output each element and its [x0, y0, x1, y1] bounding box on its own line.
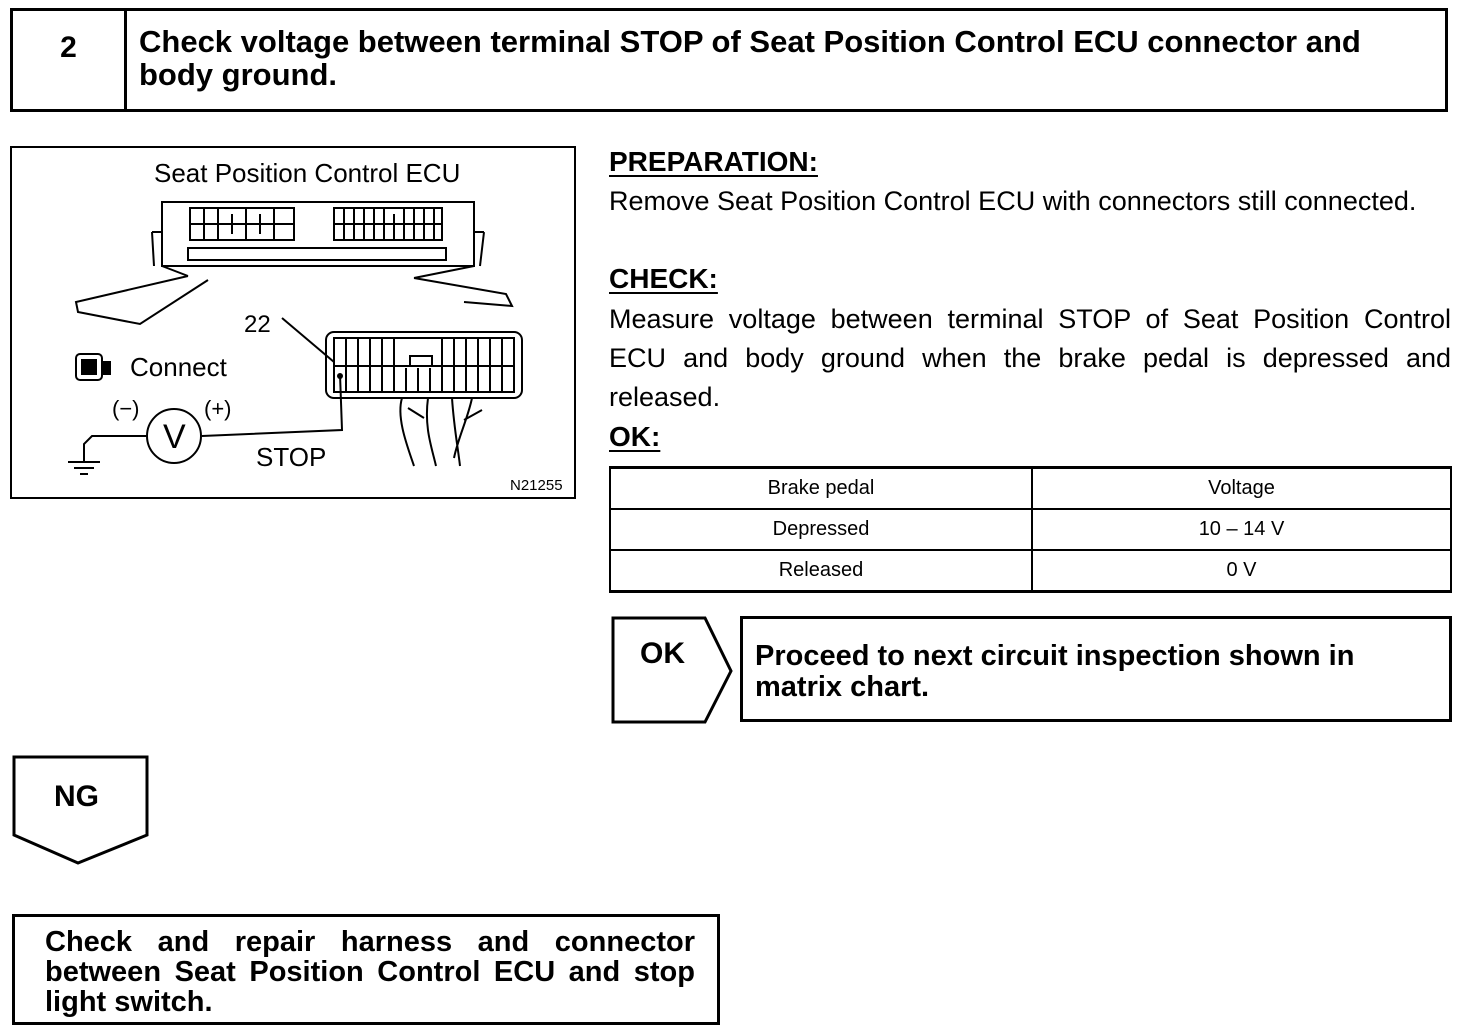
ng-arrow-shape [12, 755, 149, 865]
stop-label: STOP [256, 442, 326, 472]
ok-label: OK [640, 637, 685, 670]
meter-symbol: V [163, 418, 186, 456]
preparation-text: Remove Seat Position Control ECU with co… [609, 186, 1417, 216]
table-cell: Released [609, 549, 1033, 593]
table-header-cell: Brake pedal [609, 466, 1033, 510]
step-title: Check voltage between terminal STOP of S… [139, 24, 1361, 92]
table-cell: Depressed [609, 508, 1033, 551]
ground-icon [68, 461, 100, 475]
ng-result-box: Check and repair harness and connector b… [12, 914, 720, 1025]
ok-result-box: Proceed to next circuit inspection shown… [740, 616, 1452, 722]
table-header-cell: Voltage [1031, 466, 1452, 510]
table-header-row: Brake pedal Voltage [609, 466, 1452, 510]
ng-result-text: Check and repair harness and connector b… [45, 926, 695, 1018]
ecu-body [161, 201, 475, 267]
positive-label: (+) [204, 396, 232, 421]
ok-heading: OK: [609, 421, 661, 452]
ecu-label: Seat Position Control ECU [154, 158, 460, 188]
ng-label: NG [54, 780, 99, 813]
check-text: Measure voltage between terminal STOP of… [609, 304, 1451, 412]
ok-arrow-shape [611, 616, 733, 724]
wiring-figure: Seat Position Control ECU 22 Connect (−)… [10, 146, 576, 499]
ecu-diagram: Seat Position Control ECU 22 Connect (−)… [68, 158, 563, 494]
table-cell: 0 V [1031, 549, 1452, 593]
ok-result-text: Proceed to next circuit inspection shown… [755, 640, 1355, 703]
step-number: 2 [13, 11, 127, 109]
table-row: Depressed 10 – 14 V [609, 508, 1452, 551]
figure-code: N21255 [510, 477, 563, 494]
table-row: Released 0 V [609, 549, 1452, 593]
check-heading: CHECK: [609, 263, 718, 294]
spec-table: Brake pedal Voltage Depressed 10 – 14 V … [609, 466, 1452, 593]
terminal-number: 22 [244, 311, 271, 338]
table-cell: 10 – 14 V [1031, 508, 1452, 551]
voltmeter-icon [146, 408, 202, 464]
connect-label: Connect [130, 352, 228, 382]
preparation-heading: PREPARATION: [609, 146, 818, 177]
negative-label: (−) [112, 396, 140, 421]
step-header: 2 Check voltage between terminal STOP of… [10, 8, 1448, 112]
